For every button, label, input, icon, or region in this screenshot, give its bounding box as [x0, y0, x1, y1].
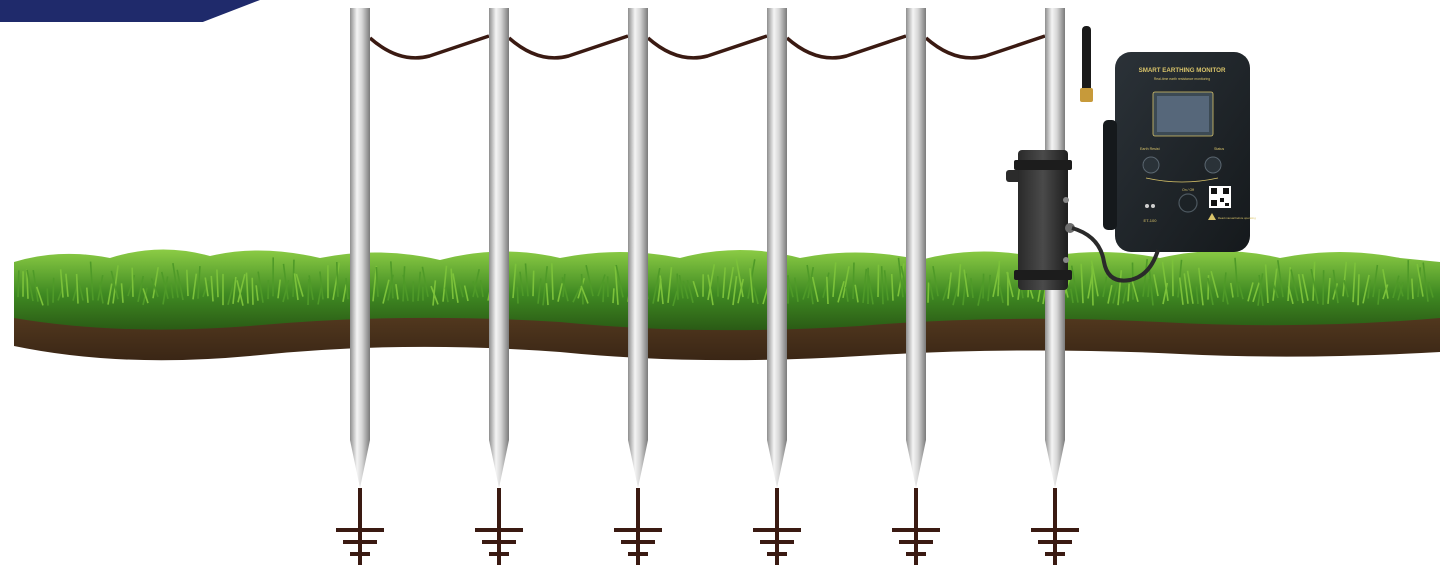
grass-layer — [14, 249, 1440, 330]
earth-rod — [906, 8, 926, 488]
cable-segment — [926, 36, 1045, 58]
earth-rod — [489, 8, 509, 488]
earth-rod — [767, 8, 787, 488]
smart-earthing-monitor: SMART EARTHING MONITOR Real-time earth r… — [1080, 26, 1256, 252]
right-label: Status — [1214, 147, 1224, 151]
ground-symbol-icon — [1031, 488, 1079, 565]
cable-segment — [648, 36, 767, 58]
connecting-cables — [370, 36, 1045, 58]
power-button-icon — [1179, 194, 1197, 212]
cable-segment — [509, 36, 628, 58]
power-label: On / Off — [1182, 188, 1194, 192]
ground-symbol-icon — [336, 488, 384, 565]
model-label: ET-100 — [1144, 218, 1158, 223]
ground-symbol-icon — [753, 488, 801, 565]
cable-segment — [787, 36, 906, 58]
qr-code-icon — [1209, 186, 1231, 208]
left-label: Earth Resist — [1140, 147, 1160, 151]
ground-symbol-icon — [614, 488, 662, 565]
monitor-title: SMART EARTHING MONITOR — [1139, 67, 1226, 74]
monitor-subtitle: Real-time earth resistance monitoring — [1154, 77, 1210, 81]
ground-symbol-icon — [892, 488, 940, 565]
earth-rod — [350, 8, 370, 488]
ground-symbol-icon — [475, 488, 523, 565]
warning-label: Read manual before operating — [1218, 216, 1256, 220]
earth-rod — [628, 8, 648, 488]
monitor-housing — [1115, 52, 1250, 252]
antenna-icon — [1082, 26, 1091, 92]
dial-icon — [1143, 157, 1159, 173]
cable-segment — [370, 36, 489, 58]
